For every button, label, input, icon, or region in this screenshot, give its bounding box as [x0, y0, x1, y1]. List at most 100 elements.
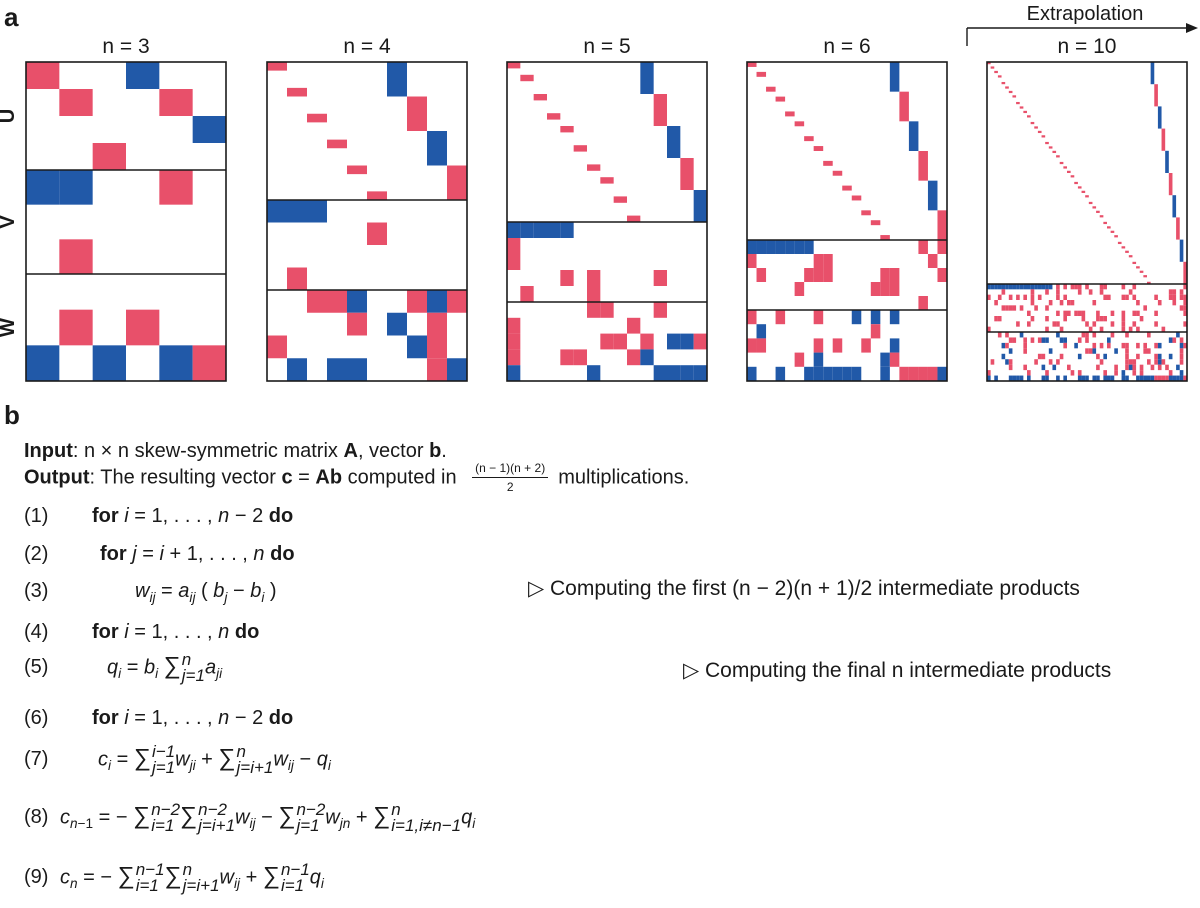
matrix-cell	[1030, 294, 1035, 300]
row-label-w: W	[0, 318, 19, 337]
matrix-cell	[1088, 201, 1093, 205]
matrix-cell	[653, 270, 667, 286]
matrix-cell	[1096, 316, 1100, 322]
matrix-cell	[937, 366, 947, 381]
matrix-cell	[520, 74, 534, 82]
matrix-cell	[447, 290, 467, 313]
matrix-cell	[747, 240, 757, 254]
matrix-cell	[1179, 375, 1184, 381]
matrix-cell	[1172, 375, 1177, 381]
matrix-cell	[1099, 316, 1104, 322]
matrix-cell	[613, 196, 627, 203]
matrix-cell	[1019, 332, 1024, 338]
row-label-v: V	[0, 215, 19, 229]
matrix-cell	[1128, 364, 1133, 371]
matrix-cell	[59, 239, 93, 274]
matrix-cell	[994, 284, 998, 290]
matrix-cell	[1092, 375, 1097, 381]
matrix-cell	[1150, 364, 1155, 371]
matrix-cell	[1132, 359, 1137, 365]
matrix-cell	[775, 366, 786, 381]
matrix-cell	[1045, 289, 1049, 295]
matrix-cell	[1183, 342, 1187, 349]
matrix-cell	[507, 222, 521, 238]
matrix-cell	[851, 195, 862, 201]
matrix-cell	[600, 333, 614, 350]
matrix-cell	[1168, 353, 1173, 360]
matrix-cell	[507, 333, 521, 350]
matrix-frame-n3	[25, 61, 227, 382]
matrix-cell	[1030, 337, 1035, 343]
matrix-cell	[1179, 294, 1184, 300]
matrix-panels: n = 3n = 4n = 5n = 6n = 10UVWExtrapolati…	[0, 3, 1198, 382]
matrix-cell	[1179, 337, 1184, 343]
matrix-cell	[1168, 375, 1173, 381]
matrix-cell	[1096, 353, 1100, 360]
matrix-cell	[287, 200, 307, 223]
matrix-cell	[756, 71, 767, 77]
matrix-cell	[427, 358, 447, 381]
matrix-cell	[842, 185, 852, 191]
matrix-cell	[387, 312, 407, 336]
matrix-cell	[627, 215, 641, 222]
extrapolation-label: Extrapolation	[1027, 3, 1144, 25]
matrix-cell	[1074, 310, 1078, 316]
matrix-cell	[1128, 255, 1133, 258]
matrix-cell	[347, 358, 367, 381]
matrix-cell	[1121, 294, 1126, 300]
matrix-cell	[1067, 364, 1071, 371]
matrix-frame-n10	[986, 61, 1188, 382]
matrix-cell	[1183, 310, 1187, 316]
matrix-cell	[1132, 284, 1137, 290]
matrix-cell	[813, 338, 824, 353]
matrix-cell	[1176, 364, 1180, 371]
panel-title-n3: n = 3	[102, 35, 149, 58]
matrix-cell	[1147, 348, 1151, 354]
matrix-cell	[1121, 246, 1126, 249]
matrix-cell	[1179, 342, 1184, 349]
matrix-cell	[1154, 321, 1158, 327]
matrix-cell	[1041, 284, 1046, 290]
matrix-cell	[1125, 375, 1129, 381]
matrix-cell	[1081, 310, 1086, 316]
matrix-cell	[1139, 375, 1144, 381]
matrix-cell	[507, 238, 521, 254]
matrix-cell	[520, 222, 534, 238]
matrix-cell	[1161, 128, 1166, 151]
matrix-cell	[407, 335, 427, 359]
matrix-cell	[766, 240, 776, 254]
matrix-cell	[1179, 289, 1184, 295]
matrix-cell	[507, 317, 521, 334]
matrix-frame-n4	[266, 61, 468, 382]
matrix-cell	[267, 62, 287, 71]
matrix-cell	[1125, 353, 1129, 360]
matrix-cell	[1128, 359, 1133, 365]
matrix-cell	[1110, 230, 1115, 233]
matrix-cell	[1103, 353, 1107, 360]
matrix-cell	[994, 300, 998, 306]
matrix-cell	[832, 338, 843, 353]
matrix-cell	[327, 290, 347, 313]
matrix-cell	[832, 366, 843, 381]
matrix-cell	[937, 268, 947, 282]
matrix-cell	[1139, 364, 1144, 371]
matrix-cell	[870, 324, 881, 339]
matrix-cell	[1030, 300, 1035, 306]
matrix-cell	[1030, 316, 1035, 322]
matrix-cell	[1034, 305, 1038, 311]
matrix-cell	[1143, 375, 1147, 381]
matrix-cell	[1034, 359, 1038, 365]
matrix-cell	[547, 222, 561, 238]
algo-line-1: (1)for i = 1, . . . , n − 2 do	[24, 505, 294, 527]
matrix-cell	[1019, 375, 1024, 381]
matrix-cell	[1085, 195, 1089, 198]
matrix-cell	[26, 345, 60, 381]
matrix-cell	[1103, 375, 1107, 381]
matrix-cell	[1121, 375, 1126, 381]
matrix-cell	[1030, 289, 1035, 295]
matrix-cell	[1001, 305, 1006, 311]
matrix-cell	[1056, 155, 1060, 158]
matrix-cell	[1154, 359, 1158, 365]
